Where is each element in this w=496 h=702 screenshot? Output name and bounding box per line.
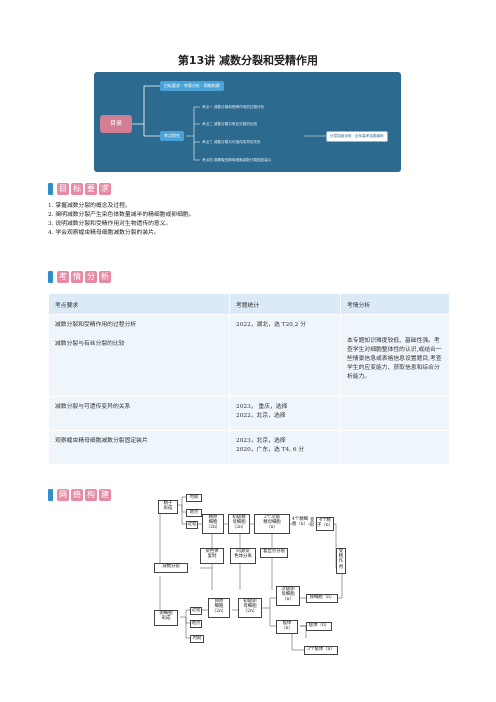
- table-cell: [340, 396, 450, 431]
- goal-item: 1. 掌握减数分裂的概念及过程。: [48, 203, 131, 209]
- section-char: 求: [99, 183, 111, 195]
- mindmap-banner: 目录 目标要求 · 考情分析 · 网络构建 考点探究 考点一 减数分裂和受精作用…: [94, 72, 401, 172]
- node-egg-formation: 卵细胞形成: [154, 610, 178, 626]
- node-secondary-spermatocyte: 2个次级精母细胞（n）: [254, 514, 290, 534]
- table-cell: 2023，北京，选择 2020，广东，选 T4, 6 分: [229, 430, 341, 465]
- table-cell: 减数分裂和受精作用的过程分析 减数分裂与有丝分裂的比较: [48, 314, 230, 397]
- mindmap-right-node: 分层突破训练 · 近年高考真题演练: [326, 131, 388, 142]
- mindmap-branch-2: 考点探究: [160, 131, 184, 141]
- node-secondary-oocyte: 次级卵母细胞（n）: [276, 586, 300, 606]
- table-cell-analysis: 本专题知识难度较低、基础性强。考查学生对细胞整体性的认识,或结合一些情景信息或表…: [340, 314, 450, 397]
- node-stage: 时期: [186, 494, 202, 502]
- table-cell: 观察蝗虫精母细胞减数分裂固定装片: [48, 430, 230, 465]
- section-char: 要: [85, 183, 97, 195]
- section-char: 目: [57, 183, 69, 195]
- node-process: 过程: [186, 521, 198, 529]
- goal-item: 3. 说明减数分裂和受精作用对生物遗传的意义。: [48, 221, 172, 227]
- table-cell: [340, 430, 450, 465]
- section-bar-icon: [48, 271, 53, 283]
- node-meiosis: 减数分裂: [154, 563, 188, 573]
- node-location: 地点: [186, 509, 202, 517]
- node-egg-cell: 卵细胞（n）: [306, 594, 338, 603]
- goals-list: 1. 掌握减数分裂的概念及过程。 2. 阐明减数分裂产生染色体数量减半的精细胞或…: [48, 202, 195, 238]
- mindmap-item-1: 考点一 减数分裂和受精作用的过程分析: [202, 105, 265, 109]
- node-fertilization: 受精作用: [336, 548, 346, 574]
- mindmap-branch-1: 目标要求 · 考情分析 · 网络构建: [160, 81, 224, 91]
- node-process-egg: 过程: [190, 607, 202, 615]
- table-header: 考题统计: [229, 293, 341, 315]
- goal-item: 4. 学会观察蝗虫精母细胞减数分裂的装片。: [48, 230, 160, 236]
- node-oogonium: 卵原细胞（2n）: [208, 598, 230, 618]
- section-goals-header: 目 标 要 求: [48, 182, 111, 196]
- section-char: 标: [71, 183, 83, 195]
- mindmap-root: 目录: [100, 115, 132, 133]
- mindmap-connectors: [132, 85, 326, 161]
- node-polar-body: 极体（n）: [276, 620, 298, 634]
- section-network-header: 网 络 构 建: [48, 488, 111, 502]
- node-sperm-formation: 精子形成: [158, 500, 178, 514]
- node-location-egg: 地点: [190, 620, 202, 628]
- section-char: 考: [57, 271, 69, 283]
- section-char: 络: [71, 489, 83, 501]
- node-deform: 变形: [310, 518, 315, 529]
- section-char: 析: [99, 271, 111, 283]
- mindmap-item-4: 考点四 观察蝗虫精母细胞减数分裂固定装片: [202, 158, 272, 162]
- mindmap-item-2: 考点二 减数分裂与有丝分裂的比较: [202, 122, 258, 126]
- node-chromosome-replication: 染色体复制: [200, 548, 224, 564]
- mindmap-item-3: 考点三 减数分裂与可遗传变异的关系: [202, 140, 261, 144]
- node-primary-spermatocyte: 初级精母细胞（2n）: [228, 514, 250, 534]
- section-bar-icon: [48, 183, 53, 195]
- section-char: 网: [57, 489, 69, 501]
- table-cell: 减数分裂与可遗传变异的关系: [48, 396, 230, 431]
- node-sperm: 4个精子（n）: [316, 517, 334, 531]
- node-spermatogonium: 精原细胞（2n）: [202, 514, 224, 534]
- section-analysis-header: 考 情 分 析: [48, 270, 111, 284]
- node-polar-body-2: 极体（n）: [306, 622, 332, 631]
- concept-network: 精子形成 时期 地点 过程 精原细胞（2n） 初级精母细胞（2n） 2个次级精母…: [150, 490, 350, 700]
- table-header: 考点要求: [48, 293, 230, 315]
- table-cell: 2023， 重庆，选择 2022，北京，选择: [229, 396, 341, 431]
- section-char: 情: [71, 271, 83, 283]
- section-char: 分: [85, 271, 97, 283]
- page-title: 第13讲 减数分裂和受精作用: [177, 54, 319, 67]
- node-spermatid: 4个精细胞（n）: [292, 517, 308, 529]
- node-three-polar-bodies: 3个极体（n）: [304, 646, 338, 655]
- section-char: 建: [99, 489, 111, 501]
- node-centromere-split: 着丝点分裂: [260, 548, 288, 558]
- section-char: 构: [85, 489, 97, 501]
- exam-analysis-table: 考点要求 考题统计 考情分析 减数分裂和受精作用的过程分析 减数分裂与有丝分裂的…: [48, 293, 450, 465]
- table-cell: 2022，湖北，选 T20,2 分: [229, 314, 341, 397]
- section-bar-icon: [48, 489, 53, 501]
- table-header: 考情分析: [340, 293, 450, 315]
- node-primary-oocyte: 初级卵母细胞（2n）: [238, 598, 262, 618]
- node-homologous-separation: 同源染色体分离: [230, 548, 256, 564]
- node-stage-egg: 时期: [190, 635, 204, 643]
- goal-item: 2. 阐明减数分裂产生染色体数量减半的精细胞或卵细胞。: [48, 212, 195, 218]
